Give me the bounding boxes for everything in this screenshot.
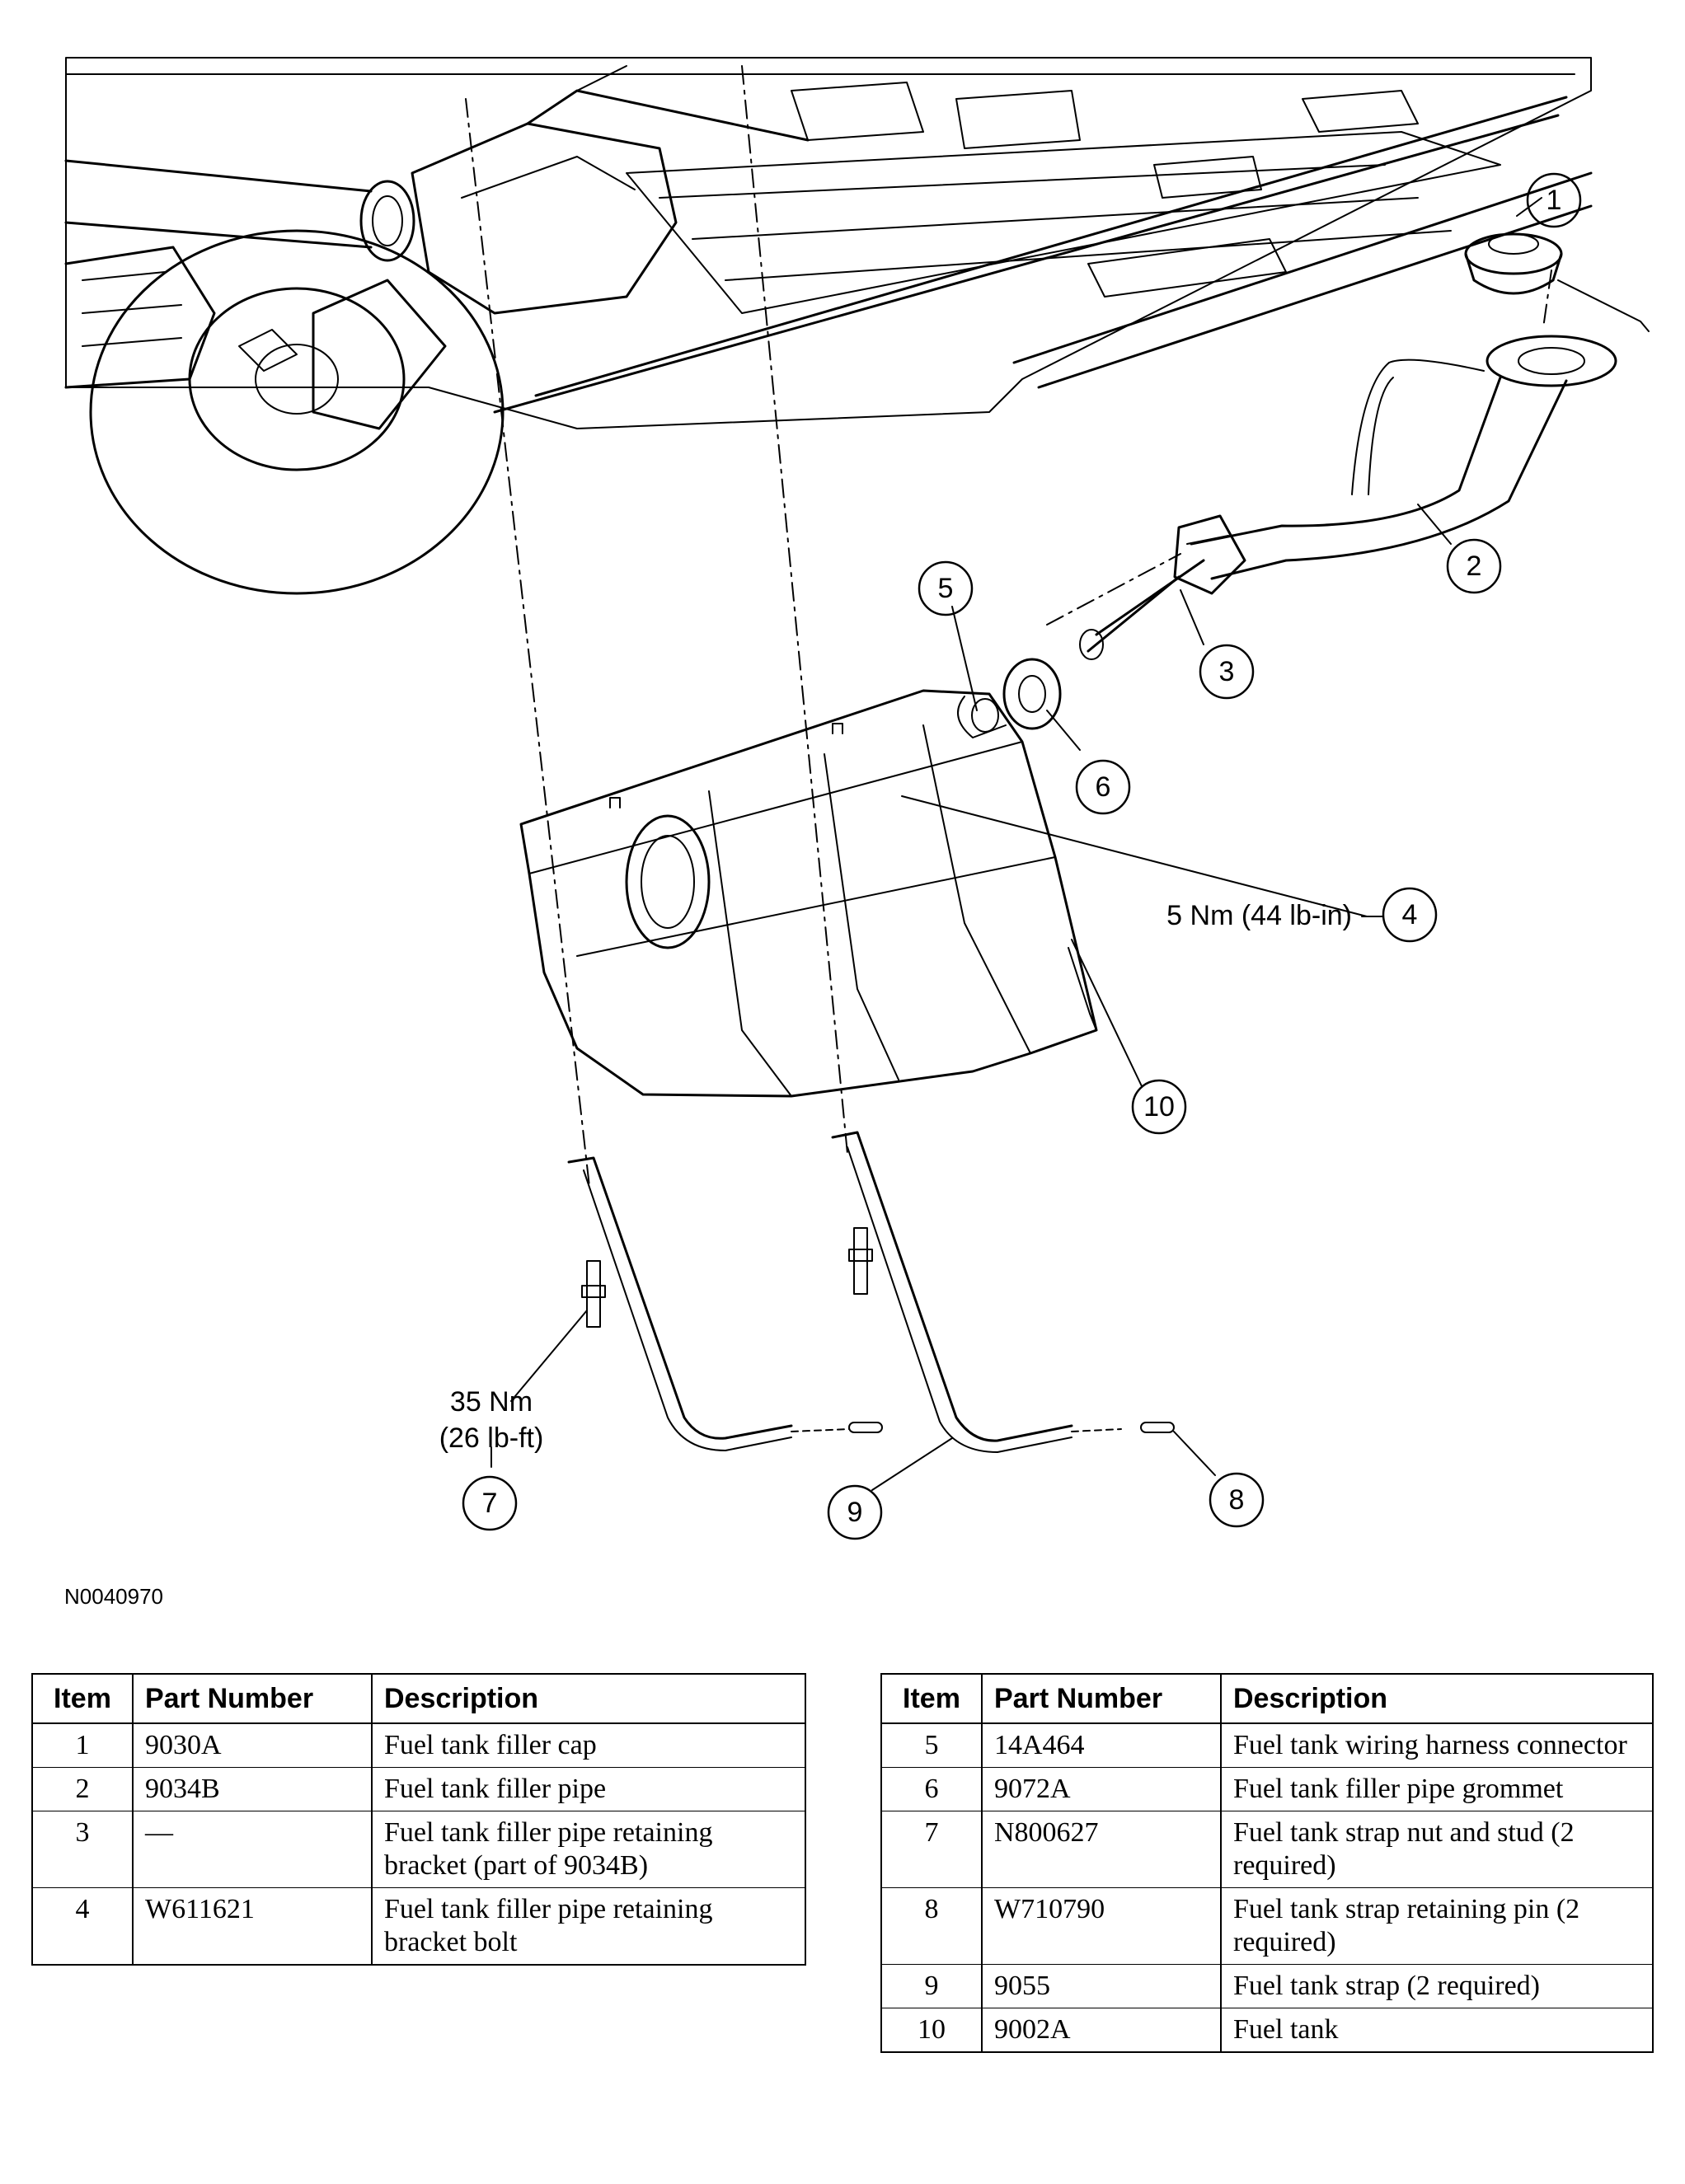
part-number: 9034B xyxy=(132,1767,373,1811)
table-row: 7 N800627 Fuel tank strap nut and stud (… xyxy=(880,1811,1654,1888)
part-description: Fuel tank filler cap xyxy=(371,1722,806,1768)
torque-label-stud-lbft: (26 lb-ft) xyxy=(439,1422,544,1454)
part-number: 9072A xyxy=(981,1767,1222,1811)
part-description: Fuel tank strap (2 required) xyxy=(1220,1964,1654,2008)
torque-label-bolt: 5 Nm (44 lb-in) xyxy=(1166,900,1352,931)
item-number: 8 xyxy=(880,1887,983,1965)
callout-1: 1 xyxy=(1547,185,1562,216)
fuel-tank-straps xyxy=(567,1131,1122,1453)
header-item: Item xyxy=(880,1673,983,1724)
table-row: 4 W611621 Fuel tank filler pipe retainin… xyxy=(31,1887,806,1966)
table-row: 6 9072A Fuel tank filler pipe grommet xyxy=(880,1767,1654,1811)
callout-3: 3 xyxy=(1219,656,1235,687)
part-description: Fuel tank strap retaining pin (2 require… xyxy=(1220,1887,1654,1965)
figure-id: N0040970 xyxy=(64,1584,163,1609)
table-row: 10 9002A Fuel tank xyxy=(880,2008,1654,2053)
filler-pipe-bracket xyxy=(1079,514,1246,660)
parts-table-right: Item Part Number Description 5 14A464 Fu… xyxy=(880,1673,1654,2053)
fuel-filler-cap xyxy=(1464,232,1650,332)
table-row: 8 W710790 Fuel tank strap retaining pin … xyxy=(880,1887,1654,1965)
callout-4: 4 xyxy=(1402,899,1418,930)
table-row: 9 9055 Fuel tank strap (2 required) xyxy=(880,1964,1654,2008)
callout-circles xyxy=(462,172,1582,1540)
callout-8: 8 xyxy=(1229,1484,1245,1516)
fuel-tank xyxy=(519,689,1098,1098)
header-description: Description xyxy=(1220,1673,1654,1724)
part-description: Fuel tank filler pipe retaining bracket … xyxy=(371,1811,806,1888)
part-description: Fuel tank filler pipe retaining bracket … xyxy=(371,1887,806,1966)
callout-5: 5 xyxy=(938,573,954,604)
part-number: 9030A xyxy=(132,1722,373,1768)
callout-6: 6 xyxy=(1096,771,1111,803)
item-number: 5 xyxy=(880,1722,983,1768)
item-number: 2 xyxy=(31,1767,134,1811)
part-description: Fuel tank filler pipe xyxy=(371,1767,806,1811)
strap-nut-and-stud xyxy=(581,1227,873,1328)
callout-7: 7 xyxy=(482,1488,498,1519)
item-number: 6 xyxy=(880,1767,983,1811)
strap-retaining-pins xyxy=(848,1422,1175,1433)
part-description: Fuel tank wiring harness connector xyxy=(1220,1722,1654,1768)
parts-table-left: Item Part Number Description 1 9030A Fue… xyxy=(31,1673,806,1966)
header-part-number: Part Number xyxy=(132,1673,373,1724)
header-part-number: Part Number xyxy=(981,1673,1222,1724)
part-description: Fuel tank xyxy=(1220,2008,1654,2053)
table-row: 1 9030A Fuel tank filler cap xyxy=(31,1722,806,1768)
leader-lines xyxy=(490,197,1542,1491)
callout-10: 10 xyxy=(1143,1091,1175,1122)
item-number: 1 xyxy=(31,1722,134,1768)
header-item: Item xyxy=(31,1673,134,1724)
header-description: Description xyxy=(371,1673,806,1724)
part-number: N800627 xyxy=(981,1811,1222,1888)
part-number: 9002A xyxy=(981,2008,1222,2053)
part-number: W611621 xyxy=(132,1887,373,1966)
exploded-view-illustration: 1 2 3 4 5 6 7 8 9 10 5 Nm (44 lb-in) 35 … xyxy=(64,57,1650,1540)
callout-9: 9 xyxy=(847,1497,863,1528)
table-header-row: Item Part Number Description xyxy=(31,1673,806,1724)
part-number: W710790 xyxy=(981,1887,1222,1965)
filler-pipe-grommet xyxy=(1002,658,1062,730)
item-number: 10 xyxy=(880,2008,983,2053)
fuel-filler-pipe xyxy=(1190,335,1617,580)
table-row: 5 14A464 Fuel tank wiring harness connec… xyxy=(880,1722,1654,1768)
item-number: 3 xyxy=(31,1811,134,1888)
callout-2: 2 xyxy=(1467,551,1482,582)
part-description: Fuel tank strap nut and stud (2 required… xyxy=(1220,1811,1654,1888)
item-number: 9 xyxy=(880,1964,983,2008)
part-number: 9055 xyxy=(981,1964,1222,2008)
item-number: 4 xyxy=(31,1887,134,1966)
table-header-row: Item Part Number Description xyxy=(880,1673,1654,1724)
item-number: 7 xyxy=(880,1811,983,1888)
table-row: 3 — Fuel tank filler pipe retaining brac… xyxy=(31,1811,806,1888)
alignment-lines xyxy=(465,65,1552,1188)
torque-label-stud-nm: 35 Nm xyxy=(450,1386,533,1418)
part-number: 14A464 xyxy=(981,1722,1222,1768)
part-description: Fuel tank filler pipe grommet xyxy=(1220,1767,1654,1811)
vehicle-underbody xyxy=(64,57,1593,595)
table-row: 2 9034B Fuel tank filler pipe xyxy=(31,1767,806,1811)
part-number: — xyxy=(132,1811,373,1888)
